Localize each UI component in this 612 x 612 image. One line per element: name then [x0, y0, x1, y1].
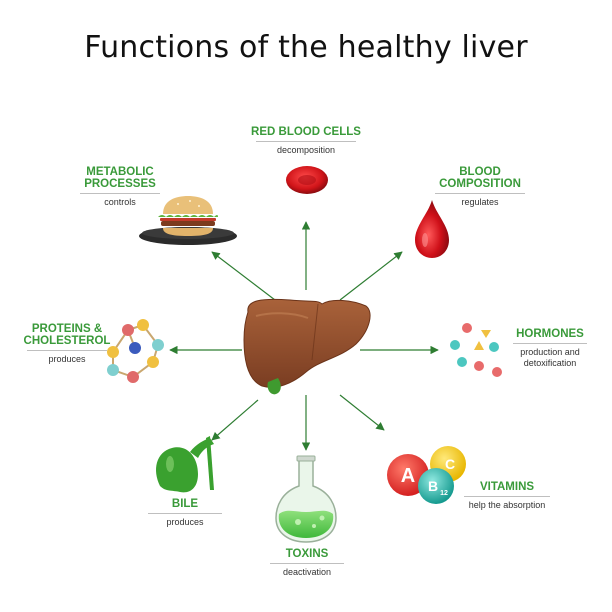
proteins-heading-line1: PROTEINS &: [31, 323, 103, 335]
bile-heading: BILE: [171, 498, 199, 510]
vitamin-b-letter: B: [428, 478, 438, 494]
protein-molecule-icon: [107, 319, 164, 383]
metabolic-heading-line2: PROCESSES: [84, 178, 156, 190]
arrow-to-bile: [211, 399, 259, 441]
liver-illustration: [243, 298, 371, 395]
blood-composition-heading-line1: BLOOD: [459, 166, 501, 178]
vitamin-c-letter: C: [445, 456, 455, 472]
blood-drop-icon: [415, 200, 449, 258]
label-hormones: HORMONES production and detoxification: [508, 328, 592, 369]
label-bile: BILE produces: [140, 498, 230, 528]
arrows: [169, 221, 439, 451]
metabolic-action: controls: [104, 197, 136, 207]
metabolic-heading-line1: METABOLIC: [86, 166, 154, 178]
flask-icon: [275, 455, 337, 543]
arrow-to-metabolic: [211, 251, 276, 301]
red-blood-cells-action: decomposition: [276, 145, 336, 155]
vitamin-b-subscript: 12: [440, 490, 448, 497]
vitamin-spheres-icon: [387, 446, 466, 504]
vitamins-action: help the absorption: [468, 500, 546, 510]
arrow-to-vitamins: [339, 394, 385, 431]
red-blood-cell-icon: [286, 166, 328, 194]
hormones-heading: HORMONES: [516, 328, 584, 340]
blood-composition-action: regulates: [461, 197, 499, 207]
arrow-to-blood-composition: [339, 251, 403, 301]
bile-action: produces: [166, 517, 204, 527]
diagram-title: Functions of the healthy liver: [84, 30, 528, 65]
vitamins-heading: VITAMINS: [479, 481, 535, 493]
label-proteins-cholesterol: PROTEINS & CHOLESTEROL produces: [20, 323, 114, 365]
label-metabolic-processes: METABOLIC PROCESSES controls: [70, 166, 170, 208]
label-toxins: TOXINS deactivation: [262, 548, 352, 578]
gallbladder-icon: [156, 436, 214, 493]
red-blood-cells-heading: RED BLOOD CELLS: [251, 126, 361, 138]
toxins-heading: TOXINS: [285, 548, 329, 560]
blood-composition-heading-line2: COMPOSITION: [439, 178, 521, 190]
proteins-action: produces: [48, 354, 86, 364]
label-blood-composition: BLOOD COMPOSITION regulates: [424, 166, 536, 208]
proteins-heading-line2: CHOLESTEROL: [23, 335, 111, 347]
burger-icon: [139, 196, 237, 245]
hormones-action-line1: production and: [520, 347, 580, 357]
hormones-molecules-icon: [450, 323, 502, 377]
label-red-blood-cells: RED BLOOD CELLS decomposition: [243, 126, 369, 156]
hormones-action-line2: detoxification: [523, 358, 577, 368]
label-vitamins: VITAMINS help the absorption: [457, 481, 557, 511]
vitamin-a-letter: A: [401, 465, 415, 487]
toxins-action: deactivation: [282, 567, 332, 577]
